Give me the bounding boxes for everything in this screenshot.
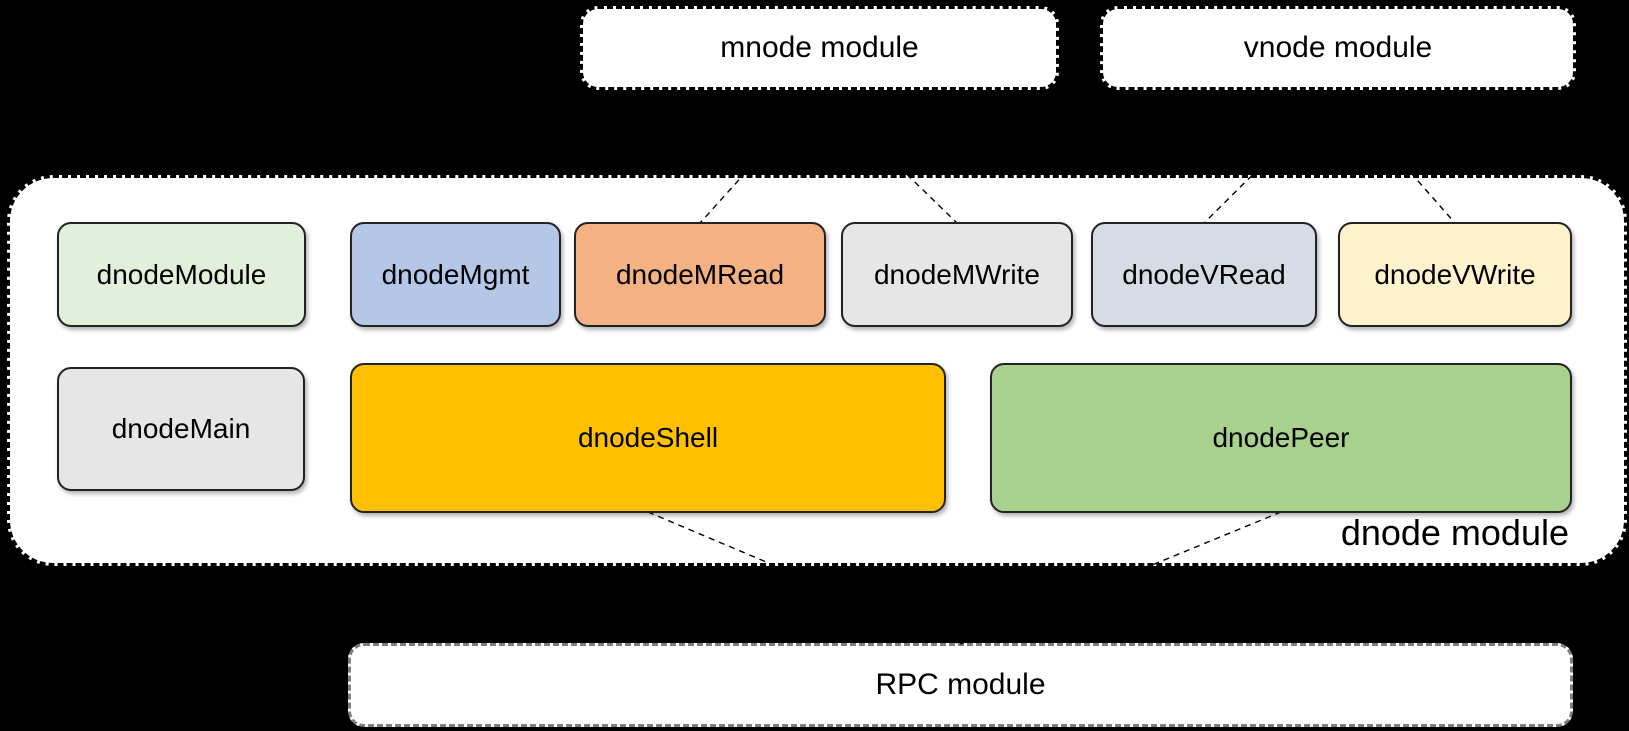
node-dnodeModule: dnodeModule — [57, 222, 306, 327]
connector-vnode-to-dnodeVRead — [1203, 89, 1339, 224]
node-label: dnodeShell — [577, 422, 719, 453]
mnode-module-box: mnode module — [580, 6, 1059, 90]
node-label: dnodePeer — [1212, 422, 1350, 453]
mnode-module-label: mnode module — [720, 31, 919, 64]
node-label: dnodeMWrite — [873, 258, 1040, 290]
rpc-module-label: RPC module — [875, 668, 1046, 701]
connector-dnodeShell-to-rpc — [647, 511, 961, 645]
node-dnodeMWrite: dnodeMWrite — [841, 222, 1073, 327]
node-label: dnodeMain — [111, 413, 251, 444]
node-label: dnodeMgmt — [381, 258, 530, 290]
node-dnodeMRead: dnodeMRead — [574, 222, 826, 327]
connector-mnode-to-dnodeMRead — [699, 89, 821, 224]
connector-dnodePeer-to-rpc — [959, 511, 1282, 645]
vnode-module-label: vnode module — [1243, 31, 1433, 64]
node-label: dnodeVRead — [1122, 258, 1286, 290]
node-label: dnodeMRead — [615, 258, 785, 290]
node-dnodeVRead: dnodeVRead — [1091, 222, 1317, 327]
dnode-module-label: dnode module — [1340, 512, 1569, 553]
node-dnodeMain: dnodeMain — [57, 367, 305, 491]
node-label: dnodeModule — [96, 258, 267, 290]
node-dnodeShell: dnodeShell — [350, 363, 946, 513]
node-label: dnodeVWrite — [1374, 258, 1536, 290]
node-dnodeMgmt: dnodeMgmt — [350, 222, 561, 327]
connector-mnode-to-dnodeMWrite — [819, 89, 958, 224]
node-dnodeVWrite: dnodeVWrite — [1338, 222, 1572, 327]
vnode-module-box: vnode module — [1100, 6, 1576, 90]
connector-vnode-to-dnodeVWrite — [1337, 89, 1456, 224]
node-dnodePeer: dnodePeer — [990, 363, 1572, 513]
